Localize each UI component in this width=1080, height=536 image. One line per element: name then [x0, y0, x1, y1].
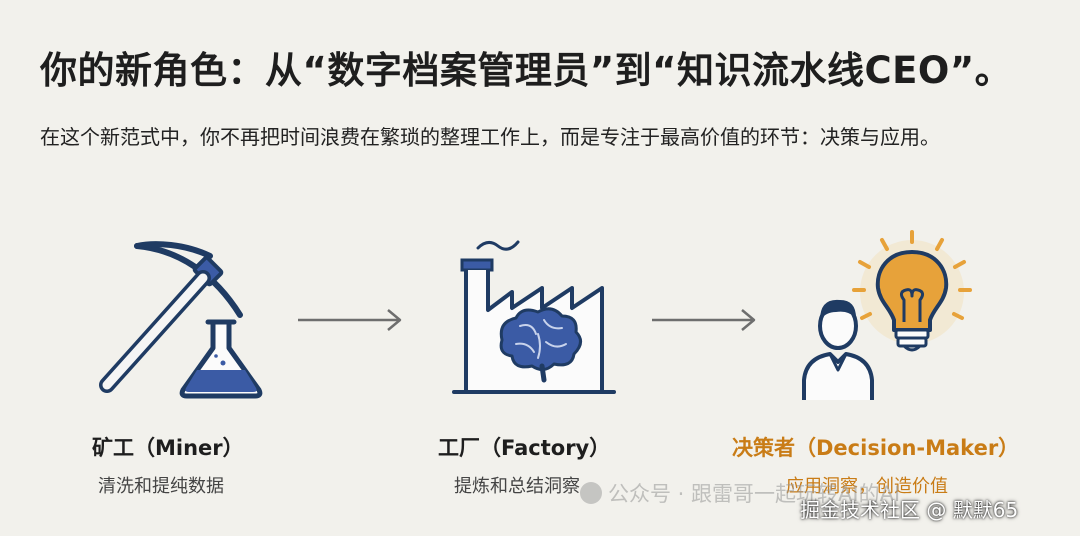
pickaxe-flask-icon — [85, 230, 285, 410]
miner-stage — [85, 230, 285, 410]
decision-maker-title: 决策者（Decision-Maker） — [732, 432, 1019, 462]
factory-stage — [440, 230, 640, 410]
arrow-right-icon — [296, 308, 406, 332]
wechat-logo-icon — [580, 482, 602, 504]
miner-subtitle: 清洗和提纯数据 — [98, 472, 224, 498]
miner-title: 矿工（Miner） — [92, 432, 244, 462]
factory-subtitle: 提炼和总结洞察 — [454, 472, 580, 498]
factory-title: 工厂（Factory） — [438, 432, 610, 462]
page-title: 你的新角色：从“数字档案管理员”到“知识流水线CEO”。 — [40, 40, 1012, 94]
factory-brain-icon — [440, 230, 640, 410]
decision-maker-stage — [790, 230, 990, 410]
arrow-right-icon — [650, 308, 760, 332]
juejin-watermark: 掘金技术社区 @ 默默65 — [800, 494, 1018, 523]
person-lightbulb-icon — [790, 230, 990, 410]
page-subtitle: 在这个新范式中，你不再把时间浪费在繁琐的整理工作上，而是专注于最高价值的环节：决… — [40, 120, 1020, 154]
